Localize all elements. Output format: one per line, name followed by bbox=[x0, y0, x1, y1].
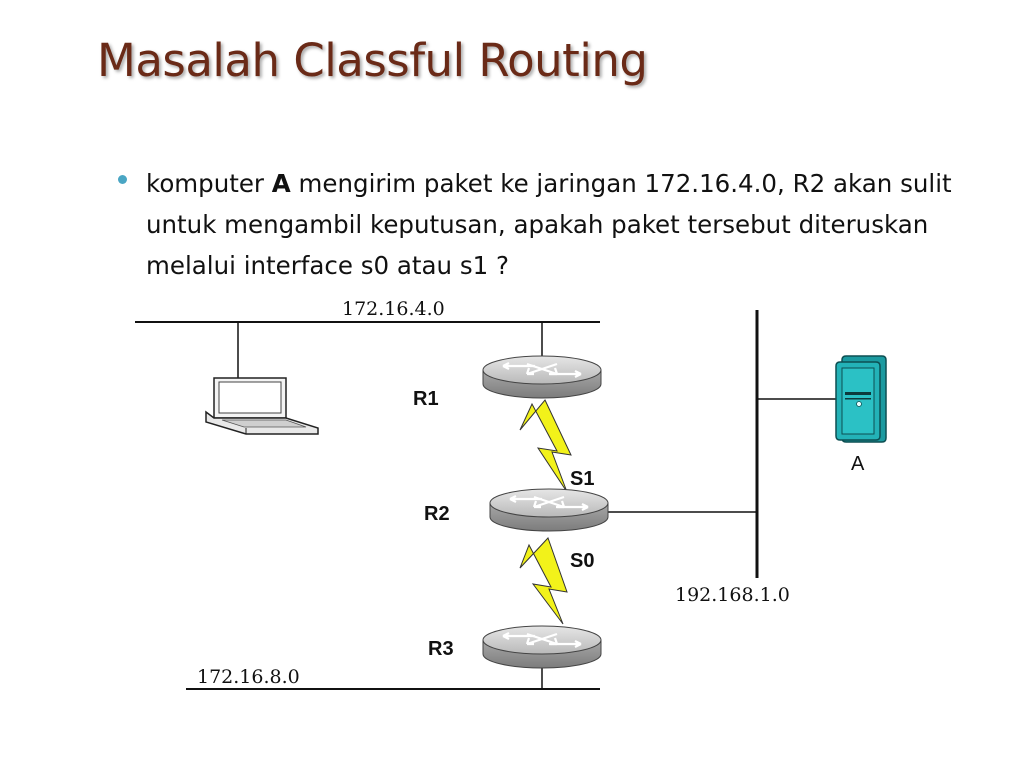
router-r1-icon bbox=[481, 354, 603, 400]
serial-link-r1-r2-icon bbox=[519, 399, 572, 493]
host-label-a: A bbox=[851, 453, 865, 475]
router-r3-icon bbox=[481, 624, 603, 670]
bullet-prefix: komputer bbox=[146, 169, 272, 198]
router-label-r3: R3 bbox=[428, 638, 454, 660]
router-r2-icon bbox=[488, 487, 610, 533]
interface-label-s1: S1 bbox=[570, 468, 594, 490]
network-label-top: 172.16.4.0 bbox=[342, 298, 445, 320]
network-label-right: 192.168.1.0 bbox=[675, 584, 790, 606]
bullet-emphasis: A bbox=[271, 169, 291, 198]
laptop-icon bbox=[205, 377, 319, 435]
bullet-suffix: mengirim paket ke jaringan 172.16.4.0, R… bbox=[146, 169, 952, 280]
bullet-dot-icon bbox=[118, 175, 127, 184]
serial-link-r2-r3-icon bbox=[519, 537, 568, 625]
bullet-text: komputer A mengirim paket ke jaringan 17… bbox=[146, 163, 986, 286]
slide-title: Masalah Classful Routing bbox=[97, 34, 648, 87]
network-label-bottom: 172.16.8.0 bbox=[197, 666, 300, 688]
server-a-icon bbox=[835, 355, 887, 443]
router-label-r1: R1 bbox=[413, 388, 439, 410]
interface-label-s0: S0 bbox=[570, 550, 594, 572]
router-label-r2: R2 bbox=[424, 503, 450, 525]
